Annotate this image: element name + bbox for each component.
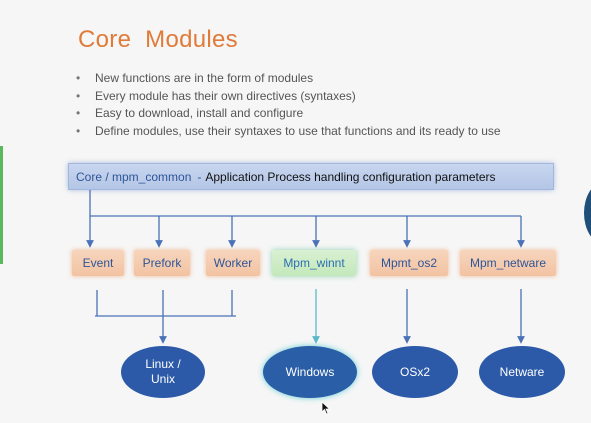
mouse-cursor-icon [321, 401, 331, 415]
module-label: Event [82, 256, 114, 270]
bullet-item: Every module has their own directives (s… [76, 88, 501, 106]
module-mpmt-os2: Mpmt_os2 [370, 250, 448, 276]
platform-label: Netware [499, 364, 545, 379]
core-module-separator: - [197, 169, 202, 184]
partial-circle-shape [584, 182, 591, 244]
platform-osx2: OSx2 [372, 346, 458, 398]
module-mpm-netware: Mpm_netware [460, 250, 556, 276]
core-module-bar: Core / mpm_common - Application Process … [68, 163, 554, 190]
module-label: Mpm_winnt [283, 256, 345, 270]
module-prefork: Prefork [134, 250, 190, 276]
platform-netware: Netware [479, 346, 565, 398]
platform-label-line: Linux / [145, 357, 181, 371]
module-worker: Worker [206, 250, 260, 276]
module-label: Worker [213, 256, 253, 270]
core-module-description: Application Process handling configurati… [205, 169, 496, 184]
core-module-name: Core / mpm_common [76, 169, 192, 184]
bullet-item: Easy to download, install and configure [76, 105, 501, 123]
platform-linux-unix: Linux / Unix [121, 346, 205, 398]
platform-label-linux-unix: Linux / Unix [145, 357, 180, 387]
platform-label-line: Unix [150, 372, 175, 386]
left-accent-bar [0, 146, 3, 264]
platform-label: OSx2 [399, 364, 430, 379]
module-event: Event [72, 250, 124, 276]
bullet-item: New functions are in the form of modules [76, 70, 501, 88]
bullet-list: New functions are in the form of modules… [76, 70, 501, 140]
bullet-item: Define modules, use their syntaxes to us… [76, 123, 501, 141]
module-label: Prefork [142, 256, 182, 270]
platform-windows: Windows [263, 346, 357, 398]
slide-title: Core Modules [78, 26, 238, 53]
platform-label: Windows [285, 364, 335, 379]
module-mpm-winnt: Mpm_winnt [272, 250, 356, 276]
module-label: Mpmt_os2 [380, 256, 438, 270]
module-label: Mpm_netware [469, 256, 547, 270]
